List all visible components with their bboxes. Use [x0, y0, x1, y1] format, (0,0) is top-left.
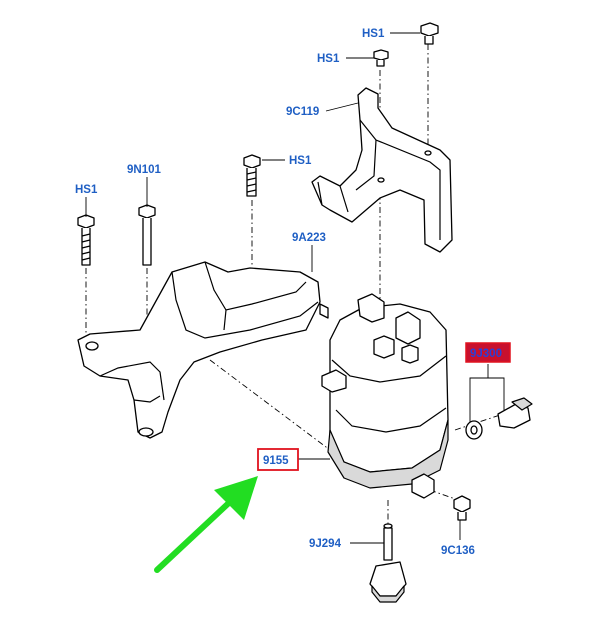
- label-9j294: 9J294: [309, 538, 342, 550]
- label-9a223: 9A223: [292, 232, 326, 244]
- label-9j300: 9J300: [470, 348, 502, 360]
- leader-lines: [85, 32, 505, 544]
- support-9a223: [77, 261, 329, 439]
- label-hs1-left: HS1: [75, 184, 98, 196]
- sensor-code-highlight: [465, 342, 511, 363]
- filter-code-highlight: [257, 448, 299, 471]
- drain-9j294: [369, 523, 407, 603]
- fuel-filter-9155: [321, 293, 449, 499]
- green-arrow-icon: [154, 476, 258, 573]
- screw-hs1-top: [420, 22, 439, 45]
- label-hs1-mid: HS1: [289, 155, 312, 167]
- label-9155: 9155: [263, 455, 289, 467]
- bracket-9c119: [311, 87, 453, 253]
- screw-hs1-left: [77, 214, 95, 266]
- screw-hs1-mid: [243, 154, 261, 197]
- label-9c119: 9C119: [286, 106, 319, 118]
- sensor-9j300: [465, 397, 533, 440]
- label-9n101: 9N101: [127, 164, 161, 176]
- stud-9n101: [138, 204, 156, 266]
- valve-9c136: [453, 495, 471, 521]
- label-9c136: 9C136: [441, 545, 475, 557]
- label-hs1-second: HS1: [317, 53, 340, 65]
- screw-hs1-second: [373, 49, 389, 67]
- label-hs1-top: HS1: [362, 28, 385, 40]
